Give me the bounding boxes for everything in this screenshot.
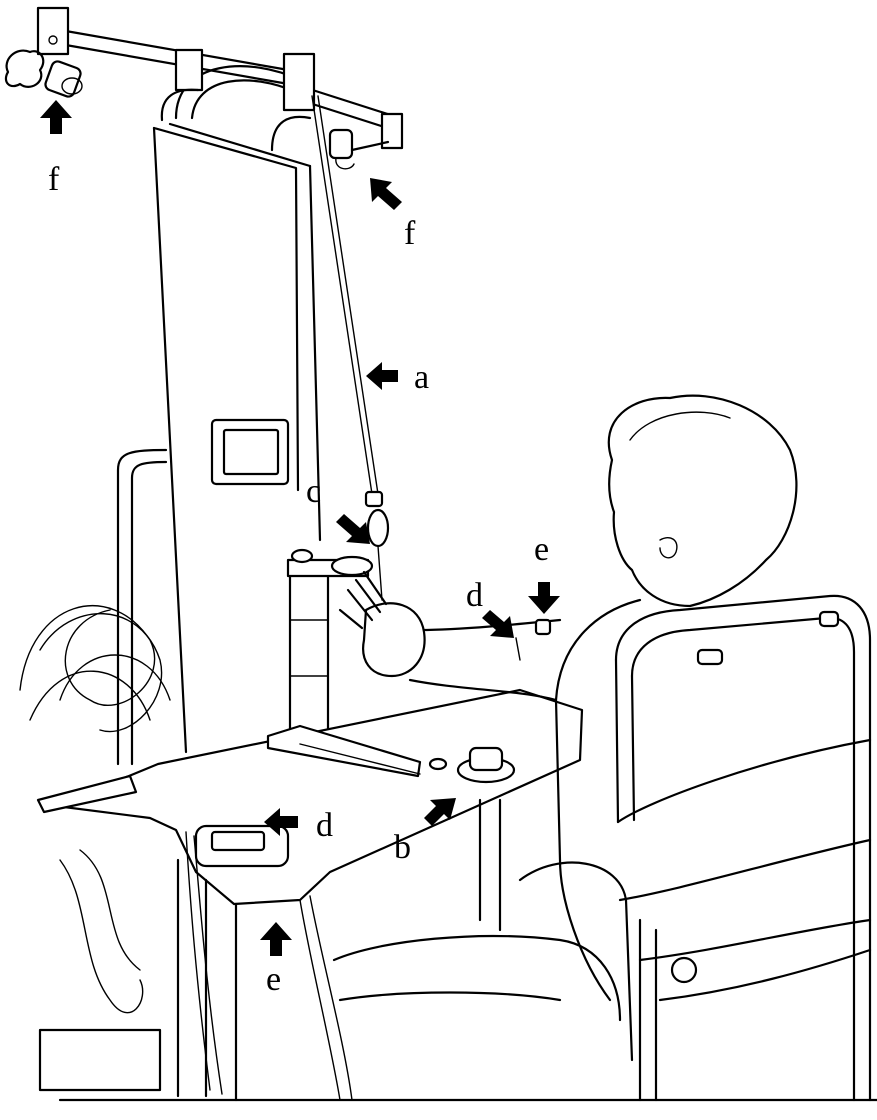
label-e-arm: e: [534, 531, 549, 568]
arrow-b: [424, 798, 456, 826]
label-f-right: f: [404, 215, 416, 252]
label-f-left: f: [48, 161, 60, 198]
left-frame: [19, 448, 171, 766]
arrow-e-arm: [528, 582, 560, 614]
subject: [332, 394, 798, 1062]
arrow-e-bottom: [260, 922, 292, 956]
arrow-f-left: [40, 100, 72, 134]
arrow-c: [336, 514, 370, 544]
label-b: b: [394, 829, 411, 866]
overhead-frame: [36, 6, 404, 150]
label-d-table: d: [316, 807, 333, 844]
camera-right: [328, 128, 390, 170]
arrow-a: [366, 362, 398, 390]
data-logger: [194, 824, 290, 868]
back-panel: [152, 88, 322, 754]
arrow-d-table: [264, 808, 298, 836]
camera-left: [4, 49, 83, 98]
lower-frame: [38, 798, 877, 1102]
arrow-d-arm: [482, 610, 514, 638]
sensor-tower: [286, 548, 374, 734]
label-a: a: [414, 359, 429, 396]
label-c: c: [306, 473, 321, 510]
label-d-arm: d: [466, 577, 483, 614]
monitor: [210, 418, 290, 486]
label-e-bottom: e: [266, 961, 281, 998]
pulley-wire: [311, 95, 390, 601]
arrow-f-right: [370, 178, 402, 210]
chair: [614, 594, 872, 1102]
